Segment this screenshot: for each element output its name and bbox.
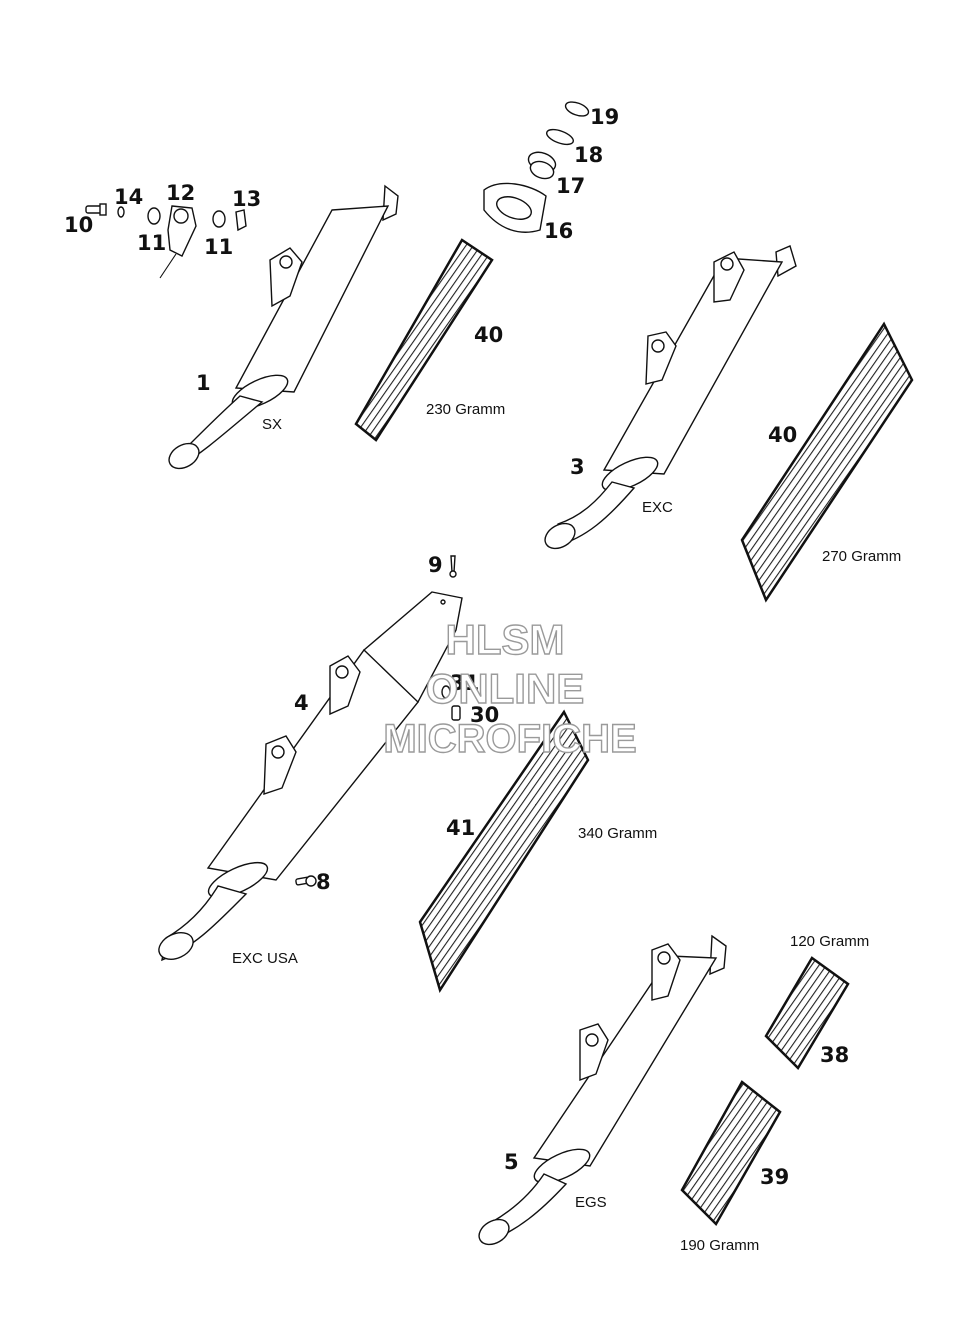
label-weight-340: 340 Gramm bbox=[578, 825, 657, 842]
muffler-egs[interactable] bbox=[475, 934, 727, 1250]
label-weight-230: 230 Gramm bbox=[426, 401, 505, 418]
muffler-exc[interactable] bbox=[541, 245, 797, 554]
callout-11-left: 11 bbox=[137, 231, 166, 255]
callout-31: 31 bbox=[450, 671, 479, 695]
watermark-line-3: MICROFICHE bbox=[383, 717, 636, 761]
label-egs: EGS bbox=[575, 1194, 607, 1211]
callout-30: 30 bbox=[470, 703, 499, 727]
callout-11-right: 11 bbox=[204, 235, 233, 259]
packing-38-egs[interactable] bbox=[764, 956, 850, 1071]
muffler-sx[interactable] bbox=[165, 184, 399, 474]
callout-4: 4 bbox=[294, 691, 309, 715]
watermark: HLSM ONLINE MICROFICHE bbox=[383, 615, 638, 761]
callout-8: 8 bbox=[316, 870, 331, 894]
callout-13: 13 bbox=[232, 187, 261, 211]
mount-bracket-assembly[interactable] bbox=[85, 203, 247, 279]
callout-41: 41 bbox=[446, 816, 475, 840]
callout-10: 10 bbox=[64, 213, 93, 237]
callout-5: 5 bbox=[504, 1150, 519, 1174]
callout-39: 39 bbox=[760, 1165, 789, 1189]
callout-3: 3 bbox=[570, 455, 585, 479]
rivet-9[interactable] bbox=[449, 555, 457, 578]
label-exc: EXC bbox=[642, 499, 673, 516]
callout-17: 17 bbox=[556, 174, 585, 198]
callout-18: 18 bbox=[574, 143, 603, 167]
end-cap-assembly[interactable] bbox=[483, 99, 590, 233]
label-weight-270: 270 Gramm bbox=[822, 548, 901, 565]
label-weight-120: 120 Gramm bbox=[790, 933, 869, 950]
screw-8[interactable] bbox=[295, 875, 317, 887]
muffler-exc-usa[interactable] bbox=[155, 591, 463, 964]
callout-19: 19 bbox=[590, 105, 619, 129]
watermark-line-1: HLSM bbox=[446, 616, 565, 663]
packing-39-egs[interactable] bbox=[680, 1080, 782, 1227]
label-exc-usa: EXC USA bbox=[232, 950, 298, 967]
callout-12: 12 bbox=[166, 181, 195, 205]
callout-40-exc: 40 bbox=[768, 423, 797, 447]
callout-40-sx: 40 bbox=[474, 323, 503, 347]
screw-30-31[interactable] bbox=[441, 685, 461, 721]
callout-38: 38 bbox=[820, 1043, 849, 1067]
label-sx: SX bbox=[262, 416, 282, 433]
label-weight-190: 190 Gramm bbox=[680, 1237, 759, 1254]
callout-14: 14 bbox=[114, 185, 143, 209]
watermark-line-2: ONLINE bbox=[426, 665, 585, 712]
callout-9: 9 bbox=[428, 553, 443, 577]
packing-41-exc-usa[interactable] bbox=[418, 709, 590, 993]
packing-40-sx[interactable] bbox=[354, 238, 494, 442]
packing-40-exc[interactable] bbox=[740, 321, 914, 603]
callout-16: 16 bbox=[544, 219, 573, 243]
callout-1: 1 bbox=[196, 371, 211, 395]
